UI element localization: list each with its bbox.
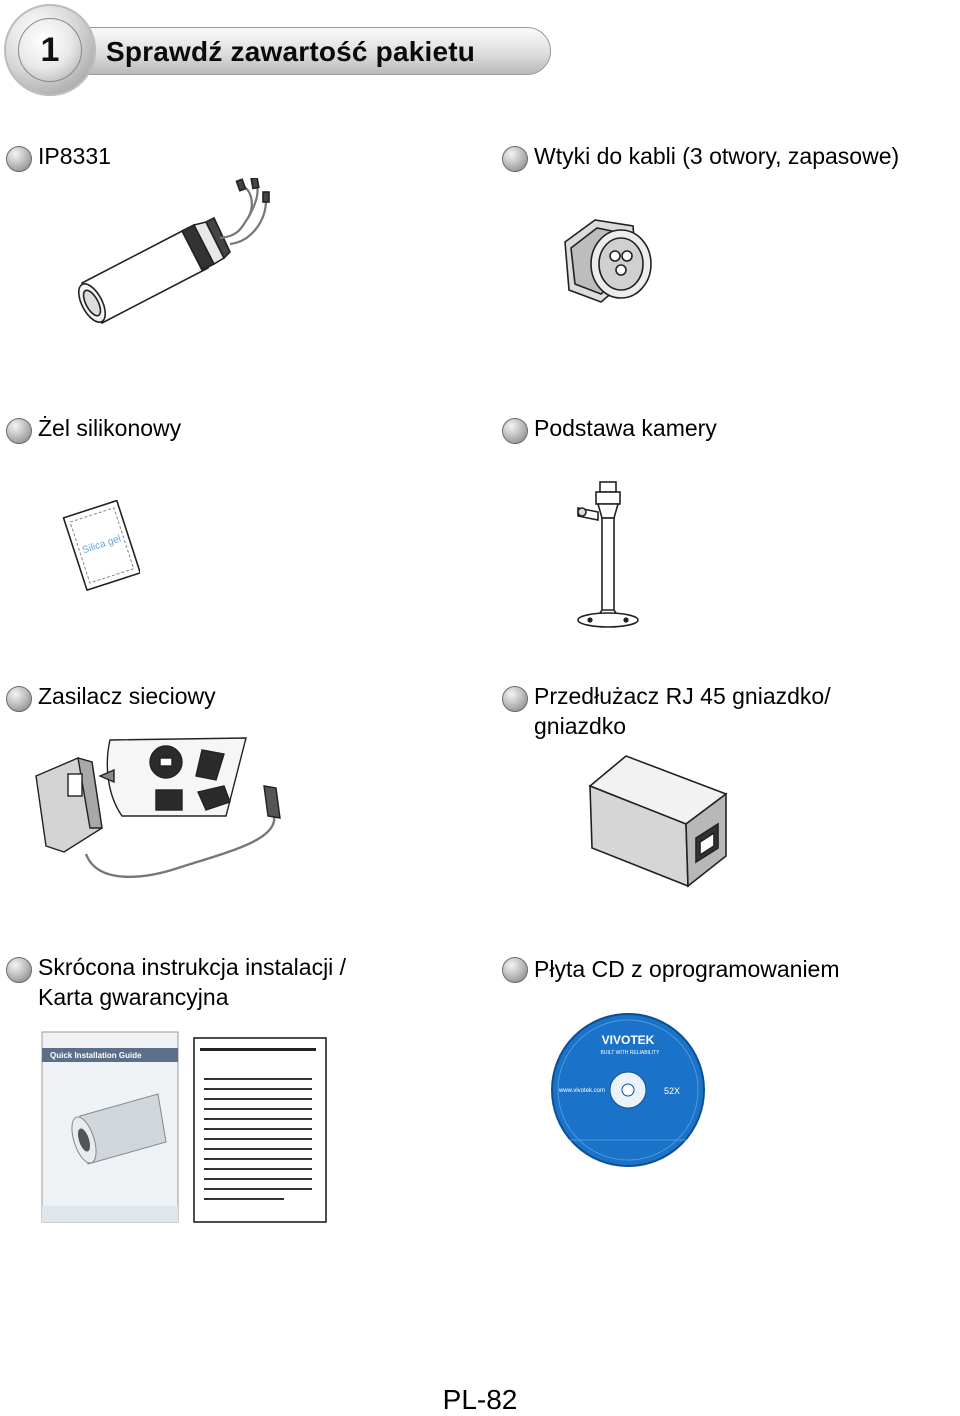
bullet-icon <box>6 418 32 444</box>
cd-url-text: www.vivotek.com <box>558 1088 605 1094</box>
bullet-camera-illustration <box>77 178 270 325</box>
item-label-silica-gel: Żel silikonowy <box>38 415 182 441</box>
bullet-icon <box>502 418 528 444</box>
page-number: PL-82 <box>442 1384 518 1415</box>
item-label-power-adapter: Zasilacz sieciowy <box>38 683 216 709</box>
quick-guide-title-text: Quick Installation Guide <box>50 1051 142 1060</box>
item-label-quick-guide-line2: Karta gwarancyjna <box>38 984 229 1010</box>
camera-stand-illustration <box>577 481 639 628</box>
item-label-rj45-line2: gniazdko <box>534 713 627 739</box>
quick-guide-booklet: Quick Installation Guide <box>41 1031 179 1223</box>
cable-gland-illustration <box>564 219 652 303</box>
power-adapter-illustration <box>35 737 281 879</box>
bullet-icon <box>6 957 32 983</box>
cd-speed-text: 52X <box>664 1086 680 1096</box>
software-cd-illustration: VIVOTEK BUILT WITH RELIABILITY www.vivot… <box>551 1013 705 1167</box>
section-number-badge <box>4 4 96 96</box>
bullet-icon <box>502 686 528 712</box>
item-label-rj45-line1: Przedłużacz RJ 45 gniazdko/ <box>534 683 831 709</box>
section-title: Sprawdź zawartość pakietu <box>106 36 476 67</box>
bullet-icon <box>502 957 528 983</box>
rj45-coupler-illustration <box>588 755 728 888</box>
quick-guide-and-warranty-card-illustration: Quick Installation Guide <box>41 1031 327 1223</box>
silica-gel-pack-illustration: Silica gel <box>62 500 140 592</box>
item-label-software-cd: Płyta CD z oprogramowaniem <box>534 956 840 982</box>
item-label-camera-stand: Podstawa kamery <box>534 415 717 441</box>
bullet-icon <box>6 686 32 712</box>
cd-tagline-text: BUILT WITH RELIABILITY <box>601 1050 661 1056</box>
section-header-bar <box>58 27 551 75</box>
item-label-ip8331: IP8331 <box>38 143 111 169</box>
item-label-cable-plugs: Wtyki do kabli (3 otwory, zapasowe) <box>534 143 900 169</box>
bullet-icon <box>6 146 32 172</box>
cd-brand-text: VIVOTEK <box>602 1033 655 1047</box>
section-number-badge-inner <box>18 18 82 82</box>
item-label-quick-guide-line1: Skrócona instrukcja instalacji / <box>38 954 347 980</box>
warranty-card <box>193 1037 327 1223</box>
section-number: 1 <box>40 31 60 69</box>
bullet-icon <box>502 146 528 172</box>
